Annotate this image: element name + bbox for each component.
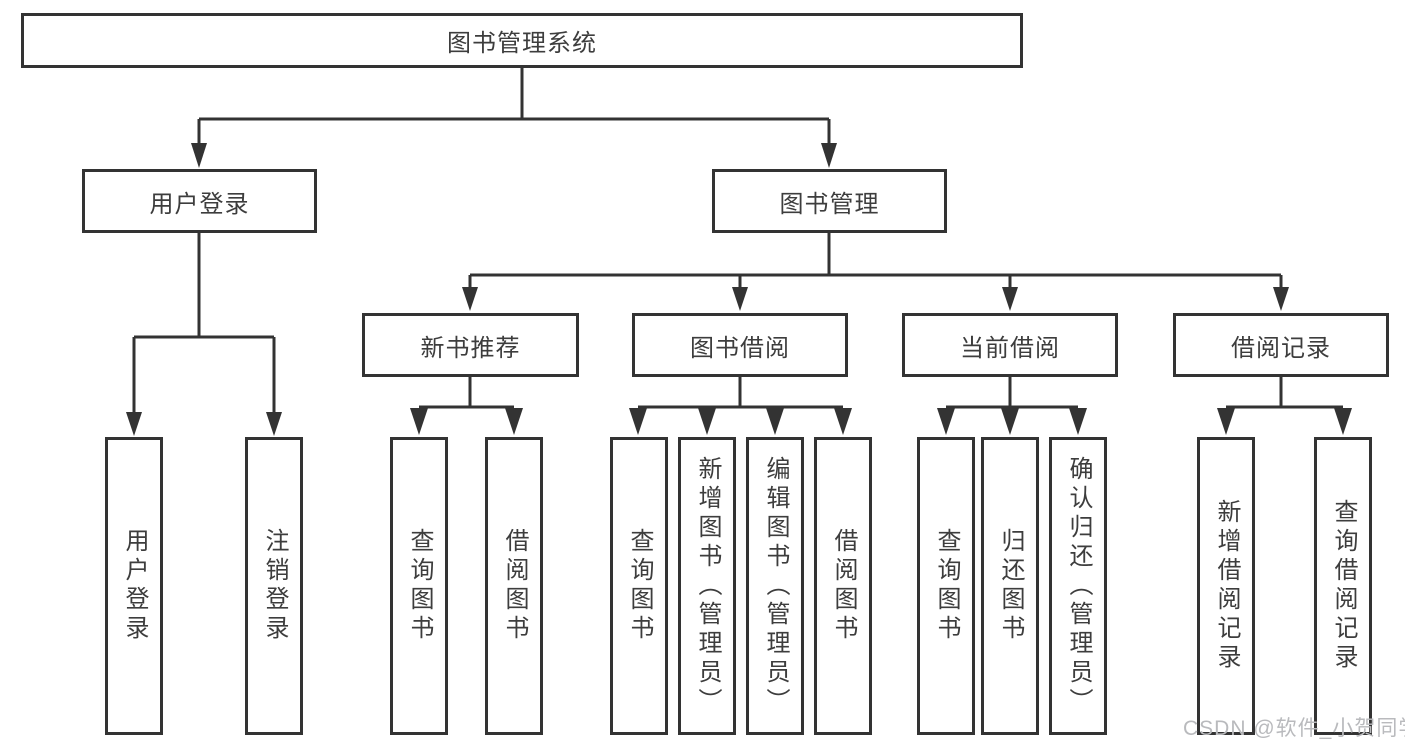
leaf-query-book-borrow-label: 查询图书 (626, 528, 653, 644)
leaf-query-book-borrow: 查询图书 (610, 437, 668, 735)
connector-book-mgmt-to-level3 (462, 233, 1289, 311)
leaf-add-book-admin-label: 新增图书（管理员） (694, 455, 721, 717)
leaf-logout: 注销登录 (245, 437, 303, 735)
leaf-add-borrow-record-label: 新增借阅记录 (1213, 499, 1240, 673)
node-borrow-record: 借阅记录 (1173, 313, 1389, 377)
leaf-confirm-return-admin: 确认归还（管理员） (1049, 437, 1107, 735)
node-book-management-label: 图书管理 (779, 190, 880, 218)
leaf-user-login: 用户登录 (105, 437, 163, 735)
node-book-borrow: 图书借阅 (632, 313, 848, 377)
leaf-borrow-book: 借阅图书 (814, 437, 872, 735)
leaf-confirm-return-admin-label: 确认归还（管理员） (1065, 455, 1092, 717)
leaf-return-book: 归还图书 (981, 437, 1039, 735)
node-user-login-label: 用户登录 (149, 190, 250, 218)
leaf-query-book-recommend: 查询图书 (390, 437, 448, 735)
connector-current-borrow-to-leaves (937, 377, 1087, 435)
leaf-query-book-recommend-label: 查询图书 (406, 528, 433, 644)
connector-root-to-level2 (191, 68, 837, 168)
node-root-library-system: 图书管理系统 (21, 13, 1023, 68)
connector-book-borrow-to-leaves (629, 377, 852, 435)
node-borrow-record-label: 借阅记录 (1231, 334, 1331, 362)
connector-borrow-record-to-leaves (1217, 377, 1352, 435)
node-user-login: 用户登录 (82, 169, 317, 233)
leaf-query-book-current: 查询图书 (917, 437, 975, 735)
leaf-borrow-book-recommend: 借阅图书 (485, 437, 543, 735)
leaf-add-book-admin: 新增图书（管理员） (678, 437, 736, 735)
leaf-logout-label: 注销登录 (261, 528, 288, 644)
leaf-query-book-current-label: 查询图书 (933, 528, 960, 644)
leaf-user-login-label: 用户登录 (121, 528, 148, 644)
leaf-query-borrow-record-label: 查询借阅记录 (1330, 499, 1357, 673)
node-current-borrow: 当前借阅 (902, 313, 1118, 377)
connector-new-book-to-leaves (410, 377, 523, 435)
node-new-book-recommend-label: 新书推荐 (420, 334, 521, 362)
leaf-return-book-label: 归还图书 (997, 528, 1024, 644)
leaf-borrow-book-label: 借阅图书 (830, 528, 857, 644)
connector-user-login-to-leaves (126, 233, 282, 436)
node-current-borrow-label: 当前借阅 (960, 334, 1060, 362)
leaf-query-borrow-record: 查询借阅记录 (1314, 437, 1372, 735)
leaf-borrow-book-recommend-label: 借阅图书 (501, 528, 528, 644)
node-new-book-recommend: 新书推荐 (362, 313, 579, 377)
leaf-edit-book-admin-label: 编辑图书（管理员） (762, 455, 789, 717)
csdn-watermark: CSDN @软件_小贺同学 (1183, 717, 1405, 740)
node-book-borrow-label: 图书借阅 (690, 334, 790, 362)
leaf-edit-book-admin: 编辑图书（管理员） (746, 437, 804, 735)
node-book-management: 图书管理 (712, 169, 947, 233)
node-root-label: 图书管理系统 (447, 30, 597, 57)
leaf-add-borrow-record: 新增借阅记录 (1197, 437, 1255, 735)
